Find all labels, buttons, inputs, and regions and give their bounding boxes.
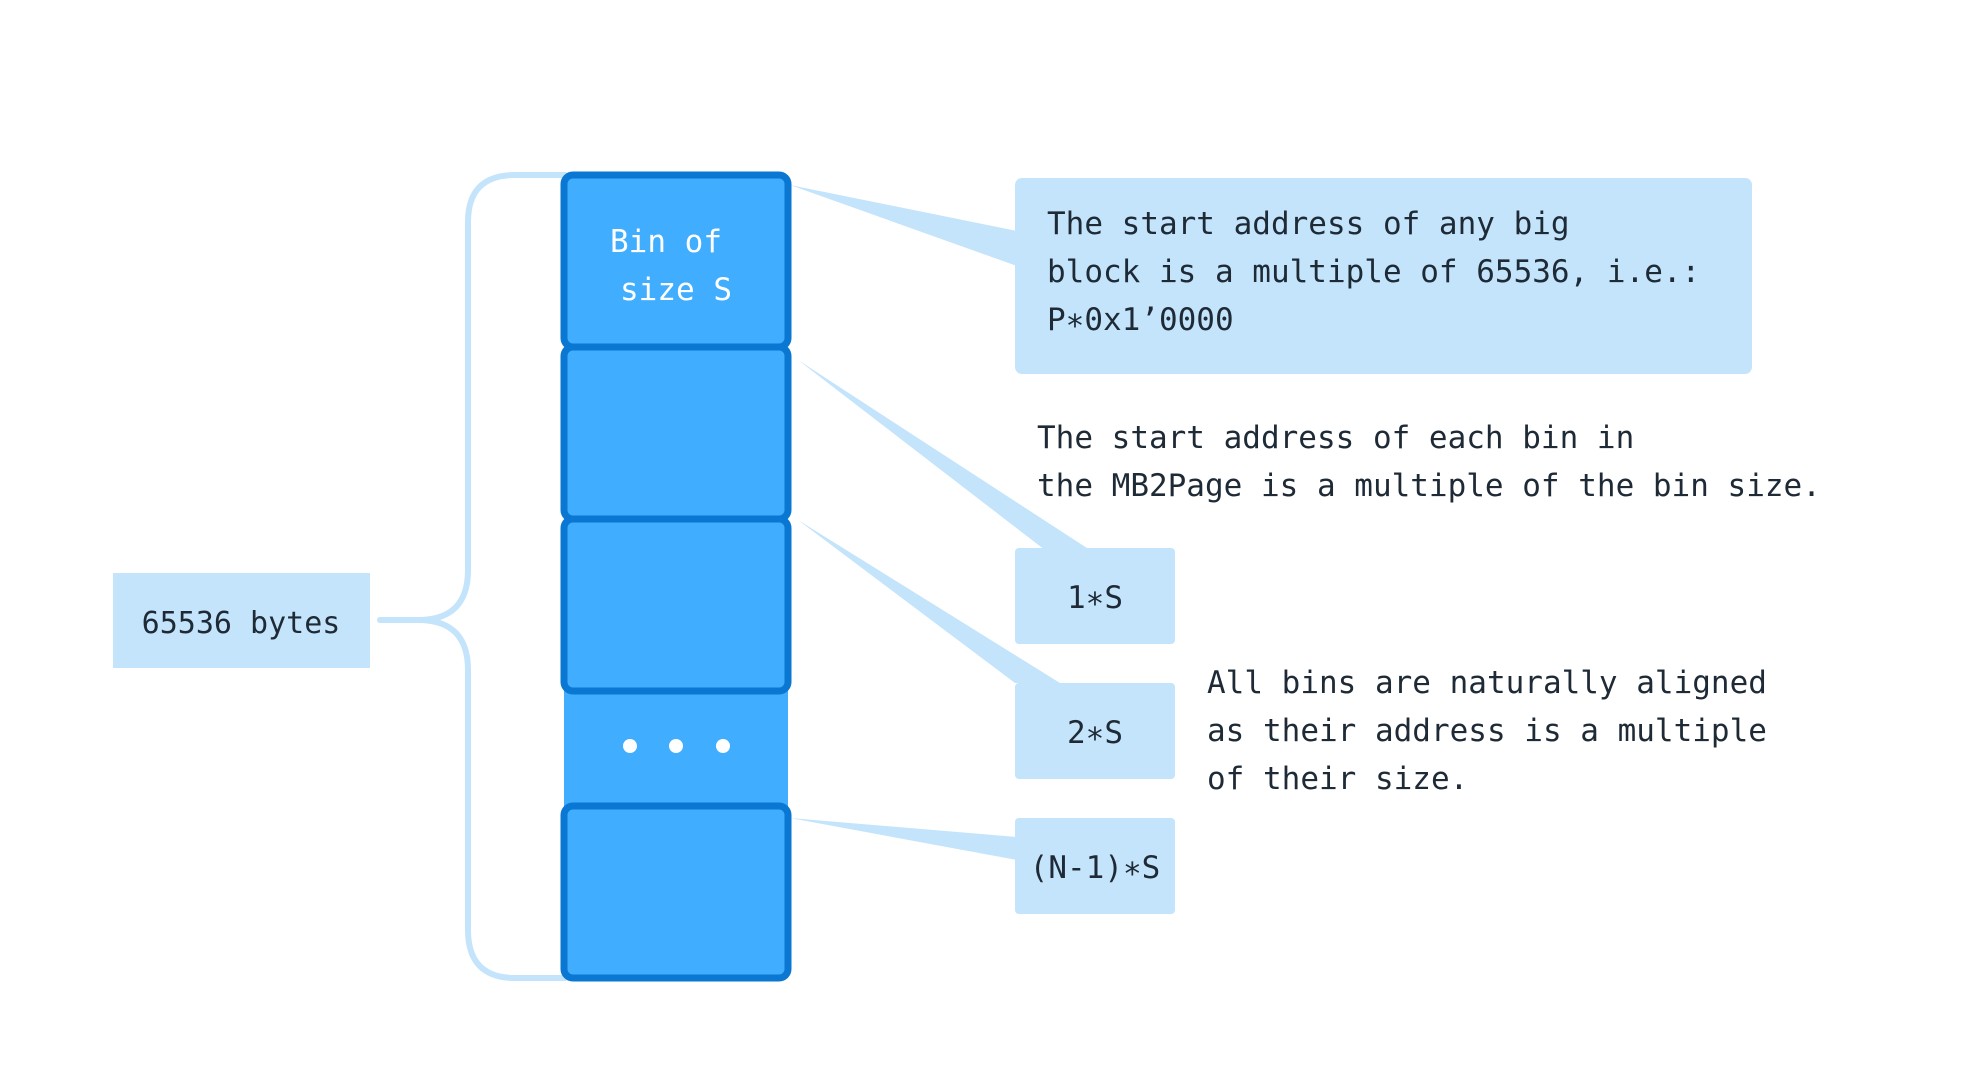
offset-label-n: (N-1)∗S	[1030, 850, 1161, 886]
ellipsis-dot-2	[669, 739, 683, 753]
bin-block-1	[560, 343, 792, 523]
bin-start-note: The start address of each bin in the MB2…	[1037, 420, 1821, 504]
offset-callout-n-background	[1015, 818, 1175, 914]
big-block-line2: block is a multiple of 65536, i.e.:	[1047, 254, 1700, 290]
alignment-note: All bins are naturally aligned as their …	[1207, 665, 1767, 797]
ellipsis-dot-3	[716, 739, 730, 753]
bin-label-line2: size S	[620, 272, 732, 308]
big-block-line3: P∗0x1’0000	[1047, 302, 1234, 338]
offset-callout-1: 1∗S	[1015, 548, 1175, 644]
connector-offset-1	[798, 360, 1090, 550]
big-block-callout: The start address of any big block is a …	[1015, 178, 1752, 374]
aligned-line1: All bins are naturally aligned	[1207, 665, 1767, 701]
bin-column: Bin of size S	[560, 171, 792, 982]
offset-label-1: 1∗S	[1067, 580, 1123, 616]
offset-callout-n: (N-1)∗S	[1015, 818, 1175, 914]
offset-callout-1-background	[1015, 548, 1175, 644]
size-label-text: 65536 bytes	[142, 606, 341, 641]
bin-block-last	[560, 802, 792, 982]
aligned-line3: of their size.	[1207, 761, 1468, 797]
aligned-line2: as their address is a multiple	[1207, 713, 1767, 749]
offset-label-2: 2∗S	[1067, 715, 1123, 751]
connector-big-block	[790, 185, 1017, 266]
connector-offset-n	[790, 818, 1017, 860]
bin-block-0	[560, 171, 792, 351]
offset-callout-2: 2∗S	[1015, 683, 1175, 779]
bin-label-line1: Bin of	[610, 224, 722, 260]
size-label-background	[113, 573, 370, 668]
offset-callout-2-background	[1015, 683, 1175, 779]
big-block-line1: The start address of any big	[1047, 206, 1570, 242]
connector-offset-2	[798, 520, 1060, 683]
bin-start-line2: the MB2Page is a multiple of the bin siz…	[1037, 468, 1821, 504]
curly-brace-icon	[377, 172, 568, 981]
bin-start-line1: The start address of each bin in	[1037, 420, 1634, 456]
big-block-callout-background	[1015, 178, 1752, 374]
ellipsis-dot-1	[623, 739, 637, 753]
size-label-box: 65536 bytes	[113, 573, 370, 668]
bin-block-2	[560, 515, 792, 695]
ellipsis-icon	[623, 739, 730, 753]
